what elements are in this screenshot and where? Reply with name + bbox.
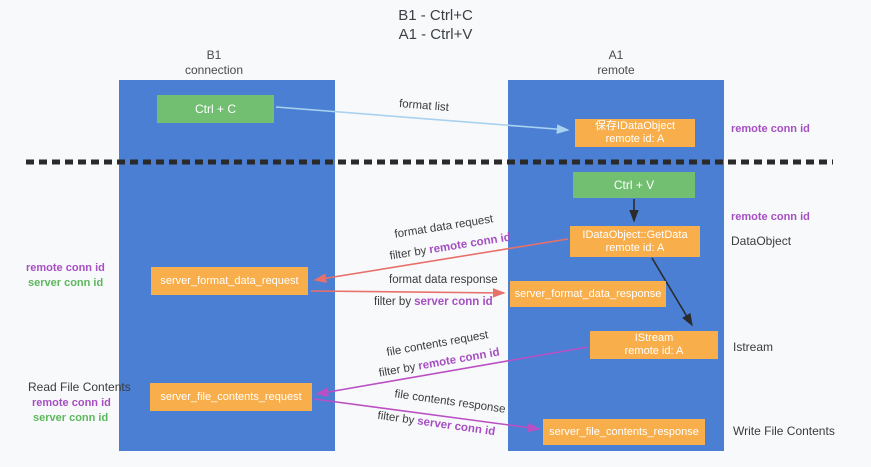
node-save-idataobject-line1: 保存IDataObject [594, 120, 676, 132]
remote-conn-id-text: remote conn id [428, 231, 512, 257]
lane-a1-role: remote [597, 63, 635, 77]
annotation-left-file-server: server conn id [33, 412, 109, 424]
annotation-write-file-contents: Write File Contents [733, 424, 835, 438]
node-ctrl-c-label: Ctrl + C [194, 102, 236, 116]
lane-header-a1: A1 remote [556, 48, 676, 78]
node-ctrl-v: Ctrl + V [573, 172, 695, 198]
node-save-idataobject: 保存IDataObject remote id: A [575, 119, 695, 147]
node-istream: IStream remote id: A [590, 331, 718, 359]
node-format-request-label: server_format_data_request [160, 274, 299, 287]
node-ctrl-v-label: Ctrl + V [613, 178, 655, 192]
node-istream-line1: IStream [634, 332, 674, 344]
diagram-title: B1 - Ctrl+C A1 - Ctrl+V [0, 6, 871, 44]
label-format-data-response: format data response [389, 274, 498, 286]
server-conn-id-text: server conn id [416, 415, 496, 439]
lane-a1-name: A1 [608, 48, 624, 62]
annotation-dataobject: DataObject [731, 234, 792, 248]
annotation-left-format-remote: remote conn id [26, 262, 105, 274]
node-istream-line2: remote id: A [624, 345, 684, 357]
filter-by-text: filter by [377, 361, 417, 380]
filter-by-text: filter by [376, 409, 416, 427]
filter-by-text: filter by [388, 244, 428, 263]
node-format-response-label: server_format_data_response [514, 287, 662, 300]
annotation-read-file-contents: Read File Contents [28, 380, 131, 394]
node-getdata-line1: IDataObject::GetData [582, 228, 688, 241]
node-server-format-data-request: server_format_data_request [151, 267, 308, 295]
node-getdata-line2: remote id: A [605, 241, 665, 254]
node-file-request-label: server_file_contents_request [160, 390, 302, 403]
node-idataobject-getdata: IDataObject::GetData remote id: A [570, 226, 700, 257]
label-format-list: format list [398, 98, 450, 114]
lane-b1-role: connection [184, 63, 244, 77]
node-server-file-contents-response: server_file_contents_response [543, 419, 705, 445]
filter-by-text: filter by [374, 296, 412, 308]
label-filter-by-server-2: filter byserver conn id [377, 410, 496, 438]
lane-b1-name: B1 [206, 48, 222, 62]
node-ctrl-c: Ctrl + C [157, 95, 274, 123]
node-server-format-data-response: server_format_data_response [510, 281, 666, 307]
title-line-2: A1 - Ctrl+V [398, 26, 473, 43]
server-conn-id-text: server conn id [414, 296, 493, 308]
label-file-contents-response: file contents response [393, 388, 507, 416]
annotation-istream: Istream [733, 340, 774, 354]
annotation-left-file-remote: remote conn id [32, 397, 111, 409]
annotation-remote-conn-id-mid: remote conn id [731, 211, 810, 223]
lane-header-b1: B1 connection [154, 48, 274, 78]
format-data-response-arrow [310, 288, 506, 298]
annotation-remote-conn-id-top: remote conn id [731, 123, 810, 135]
node-save-idataobject-line2: remote id: A [605, 133, 665, 145]
node-file-response-label: server_file_contents_response [549, 425, 699, 438]
annotation-left-format-server: server conn id [28, 277, 104, 289]
node-server-file-contents-request: server_file_contents_request [150, 383, 312, 411]
title-line-1: B1 - Ctrl+C [398, 7, 473, 24]
